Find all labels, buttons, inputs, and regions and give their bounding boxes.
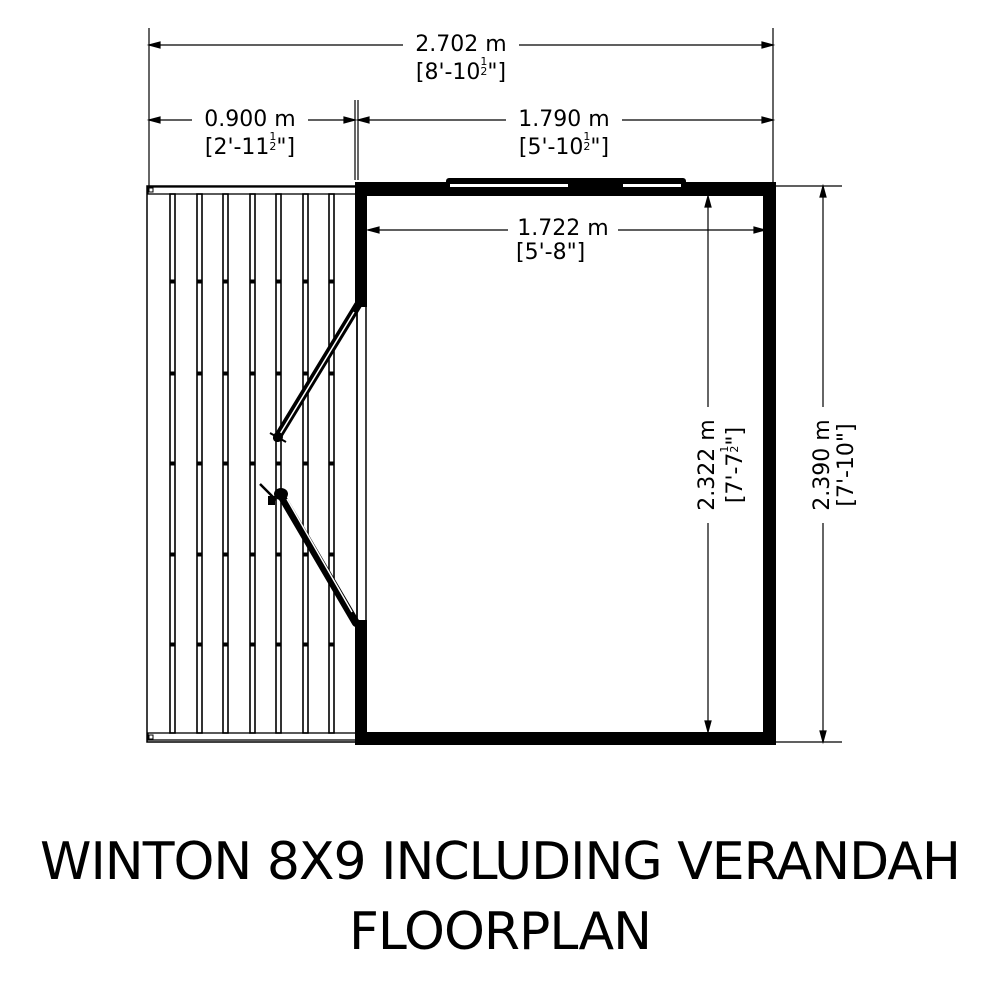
shed-external-width-metric: 1.790 m xyxy=(518,107,610,132)
drawing-title-line1: WINTON 8X9 INCLUDING VERANDAH xyxy=(40,832,961,892)
shed-internal-width-label: 1.722 m [5'-8"] xyxy=(508,217,618,265)
door-frame xyxy=(356,307,367,620)
drawing-title-line2: FLOORPLAN xyxy=(348,902,652,962)
door-lower xyxy=(259,483,360,627)
window-glazing xyxy=(450,184,681,187)
verandah-width-metric: 0.900 m xyxy=(204,107,296,132)
shed-internal-width-metric: 1.722 m xyxy=(517,216,609,241)
shed-external-depth-label: 2.390 m [7'-10"] xyxy=(810,407,859,523)
shed-internal-depth-metric: 2.322 m xyxy=(695,419,720,511)
overall-width-metric: 2.702 m xyxy=(415,32,507,57)
door-upper xyxy=(269,301,362,443)
verandah-deck xyxy=(146,185,358,743)
shed-external-depth-metric: 2.390 m xyxy=(810,419,835,511)
shed-internal-width-imperial: [5'-8"] xyxy=(516,240,586,265)
extension-lines xyxy=(148,28,842,743)
board-joins xyxy=(169,279,335,647)
shed-external-depth-imperial: [7'-10"] xyxy=(834,423,859,507)
